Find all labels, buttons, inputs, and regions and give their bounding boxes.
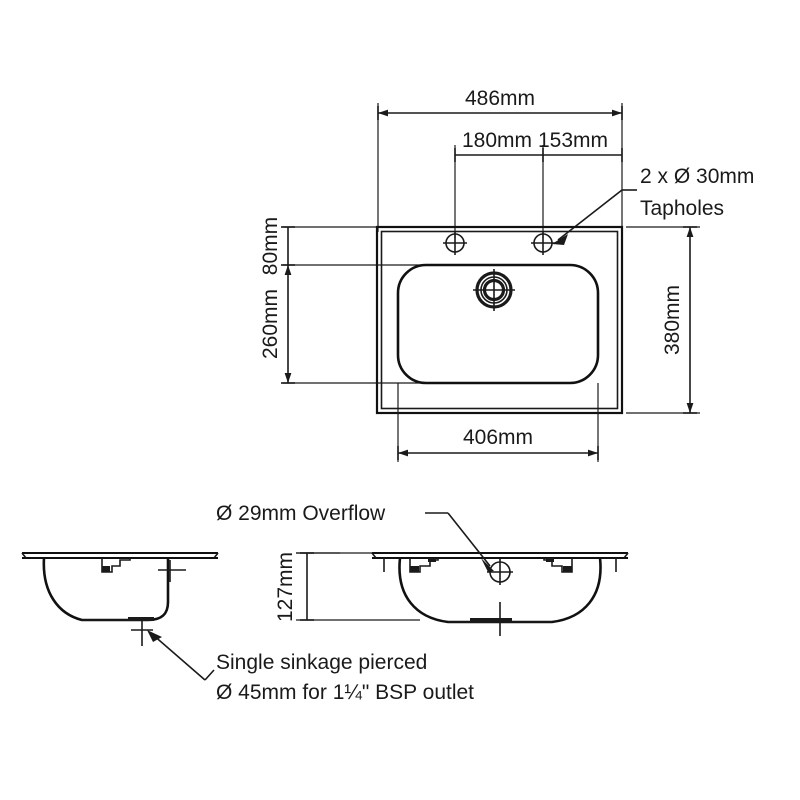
outlet-callout-line2: Ø 45mm for 1¼" BSP outlet: [216, 681, 474, 704]
side-bracket-fill: [102, 566, 110, 572]
arrowhead-486-left: [378, 109, 388, 117]
plan-view-group: 486mm 180mm 153mm 2 x Ø 30mm Tapholes: [259, 87, 754, 462]
outlet-callout-leader: [151, 633, 206, 681]
dimension-taphole-positions: 180mm 153mm: [454, 129, 623, 162]
overflow-callout-arrowhead: [481, 558, 494, 572]
front-rim-left-cap: [371, 552, 377, 559]
taphole-callout-line2: Tapholes: [640, 197, 724, 220]
dimension-overall-depth: 380mm: [626, 226, 700, 414]
waste-outlet: [473, 269, 515, 311]
dimension-bowl-width: 406mm: [397, 383, 599, 462]
front-bracket-left-fill: [410, 566, 419, 572]
side-rim-right-cap: [213, 552, 219, 559]
front-bracket-right-fill: [563, 566, 572, 572]
front-outlet-pierce: [470, 618, 512, 623]
taphole-right: [531, 231, 555, 255]
side-rim-left-cap: [21, 552, 27, 559]
dimension-basin-height: 127mm: [274, 552, 420, 622]
overflow-callout: Ø 29mm Overflow: [216, 502, 494, 572]
dimension-label-taphole-spacing: 153mm: [538, 129, 608, 152]
front-bracket-right-fill2: [546, 558, 554, 562]
basin-bowl-outline: [396, 263, 600, 385]
front-bracket-right: [543, 558, 573, 573]
arrowhead-260-bottom: [284, 373, 292, 383]
side-section-view-group: Single sinkage pierced Ø 45mm for 1¼" BS…: [21, 552, 474, 704]
basin-inner-rect: [380, 230, 619, 410]
dimension-label-bowl-width: 406mm: [463, 426, 533, 449]
taphole-callout-line1: 2 x Ø 30mm: [640, 165, 754, 188]
outlet-callout-line1: Single sinkage pierced: [216, 651, 427, 674]
side-crosshair-outlet: [131, 618, 153, 646]
dimension-label-taphole-offset: 180mm: [462, 129, 532, 152]
side-outlet-pierce: [128, 617, 154, 621]
arrowhead-380-bottom: [686, 403, 694, 413]
basin-outer-rect: [375, 225, 624, 415]
dimension-label-rim-depth: 80mm: [259, 217, 282, 275]
outlet-callout: Single sinkage pierced Ø 45mm for 1¼" BS…: [147, 630, 474, 704]
arrowhead-260-top: [284, 265, 292, 275]
front-rim-right-cap: [623, 552, 629, 559]
dimension-label-overall-depth: 380mm: [661, 285, 684, 355]
front-section-view-group: 127mm: [216, 502, 629, 636]
side-crosshair-upper: [158, 560, 186, 582]
overflow-marker: [487, 559, 513, 585]
dimension-label-overall-width: 486mm: [465, 87, 535, 110]
arrowhead-406-left: [398, 449, 408, 457]
arrowhead-406-right: [588, 449, 598, 457]
taphole-left: [443, 231, 467, 255]
dimension-label-basin-height: 127mm: [274, 552, 297, 622]
arrowhead-380-top: [686, 227, 694, 237]
arrowhead-486-right: [612, 109, 622, 117]
outlet-callout-shoulder: [204, 669, 215, 681]
overflow-callout-leader: [447, 512, 491, 567]
front-bracket-left: [409, 558, 439, 573]
overflow-callout-line1: Ø 29mm Overflow: [216, 502, 386, 525]
front-bracket-left-fill2: [428, 558, 436, 562]
callout-arrowhead-taphole: [552, 234, 568, 245]
outlet-callout-arrowhead: [147, 630, 162, 642]
dimension-label-bowl-depth: 260mm: [259, 289, 282, 359]
dimension-overall-width: 486mm: [377, 87, 623, 120]
